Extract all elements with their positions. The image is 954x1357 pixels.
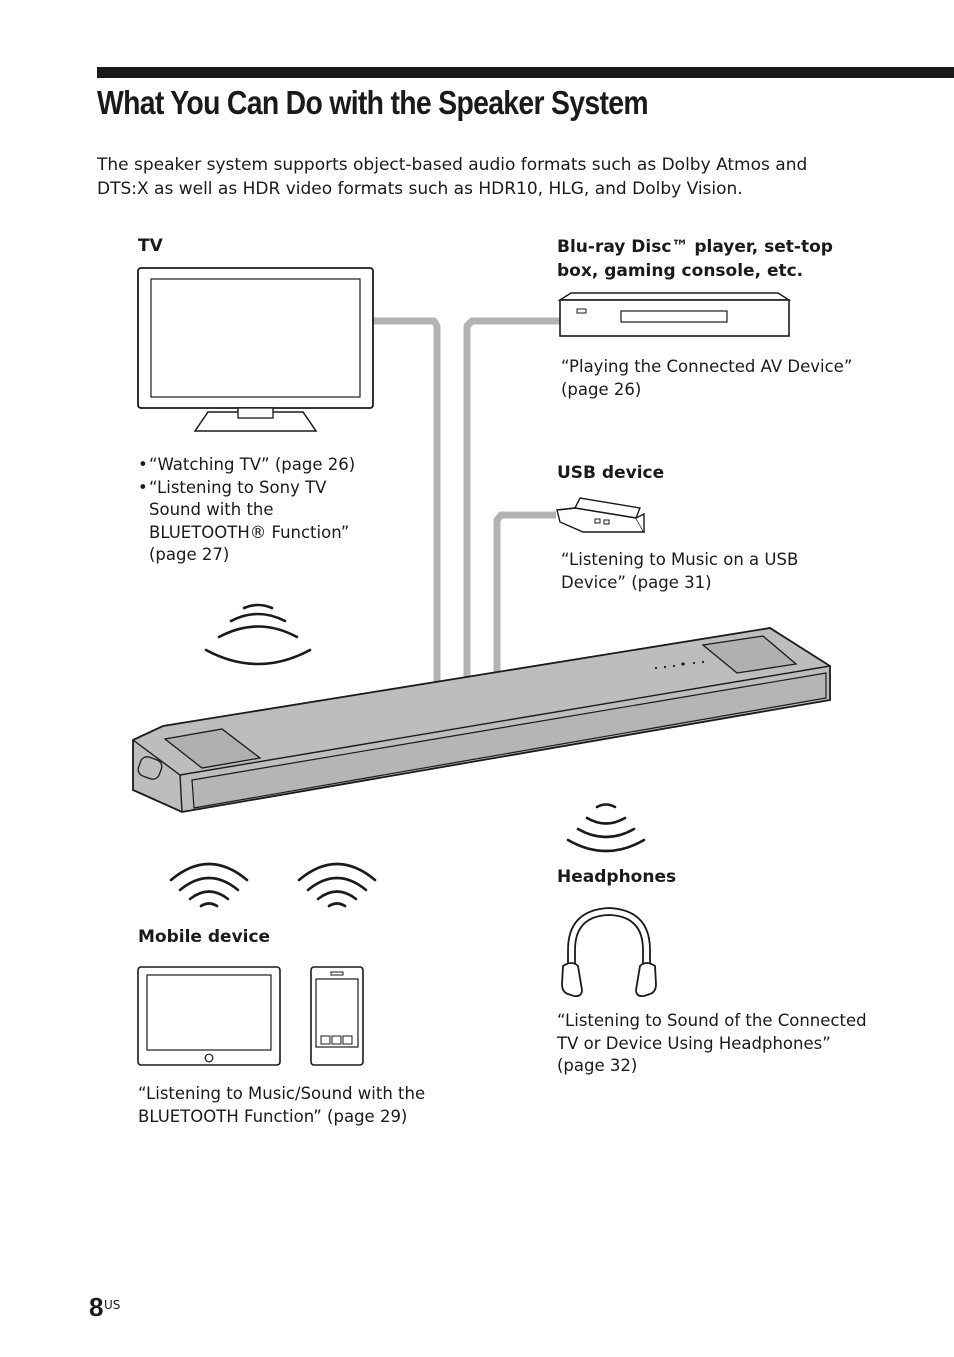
connection-cables [373,317,560,686]
player-label-line: box, gaming console, etc. [557,261,804,281]
usb-reference: “Listening to Music on a USB Device” (pa… [561,549,798,594]
intro-paragraph: The speaker system supports object-based… [97,155,808,199]
mobile-reference: “Listening to Music/Sound with the BLUET… [138,1083,425,1128]
usb-stick-icon [556,497,646,533]
tv-reference-item: “Listening to Sony TV Sound with the BLU… [138,477,360,567]
headphones-reference-line: TV or Device Using Headphones” [557,1033,831,1053]
tv-icon [137,267,374,432]
tv-reference-list: “Watching TV” (page 26) “Listening to So… [138,454,360,567]
headphones-reference-line: “Listening to Sound of the Connected [557,1011,867,1030]
page-number-suffix: US [104,1298,121,1312]
player-reference-line: “Playing the Connected AV Device” [561,357,853,376]
usb-reference-line: “Listening to Music on a USB [561,550,799,569]
mobile-reference-line: BLUETOOTH Function” (page 29) [138,1106,408,1126]
usb-reference-line: Device” (page 31) [561,572,712,592]
headphones-label: Headphones [557,867,677,887]
wireless-wave-icon [297,862,377,908]
page-number: 8 [89,1292,104,1322]
wireless-wave-icon [566,803,646,853]
player-reference: “Playing the Connected AV Device” (page … [561,356,852,401]
player-reference-line: (page 26) [561,379,642,399]
disc-player-icon [557,292,792,337]
mobile-label: Mobile device [138,927,271,947]
usb-label: USB device [557,463,665,483]
soundbar-icon [132,627,831,813]
headphones-reference: “Listening to Sound of the Connected TV … [557,1010,867,1078]
tv-reference-item: “Watching TV” (page 26) [138,454,360,477]
smartphone-icon [310,966,364,1066]
wireless-wave-icon [204,603,312,666]
headphones-icon [561,907,657,998]
tablet-icon [137,966,281,1066]
wireless-wave-icon [169,862,249,908]
headphones-reference-line: (page 32) [557,1056,638,1075]
header-rule [97,67,954,78]
player-label-line: Blu-ray Disc™ player, set-top [557,237,833,257]
player-label: Blu-ray Disc™ player, set-top box, gamin… [557,235,833,283]
page-title: What You Can Do with the Speaker System [97,84,649,121]
tv-label: TV [138,236,163,256]
mobile-reference-line: “Listening to Music/Sound with the [138,1084,426,1103]
